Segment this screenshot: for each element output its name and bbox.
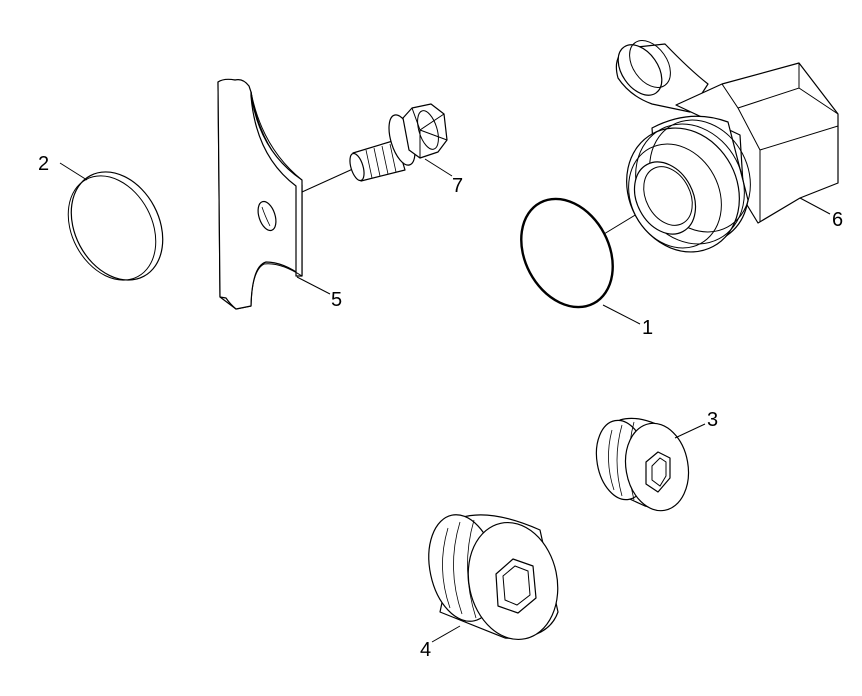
callout-1: 1 (642, 317, 653, 339)
part-6-elbow-fitting (615, 40, 839, 253)
callout-7: 7 (452, 175, 463, 197)
callout-5-group: 5 (296, 276, 342, 311)
part-7-bolt (301, 103, 448, 193)
callout-4-group: 4 (420, 625, 461, 661)
callout-3: 3 (707, 409, 718, 431)
callout-5: 5 (331, 289, 342, 311)
callout-1-group: 1 (602, 304, 653, 339)
callout-2: 2 (38, 153, 49, 175)
callout-6-group: 6 (799, 197, 843, 231)
callout-4: 4 (420, 639, 431, 661)
callout-3-group: 3 (674, 409, 718, 439)
callout-7-group: 7 (424, 158, 463, 197)
callout-6: 6 (832, 209, 843, 231)
part-4-large-plug (428, 514, 559, 641)
part-3-small-plug (595, 417, 690, 512)
part-5-bracket (217, 78, 303, 310)
callout-2-group: 2 (38, 153, 88, 181)
part-2-disc (67, 171, 164, 281)
